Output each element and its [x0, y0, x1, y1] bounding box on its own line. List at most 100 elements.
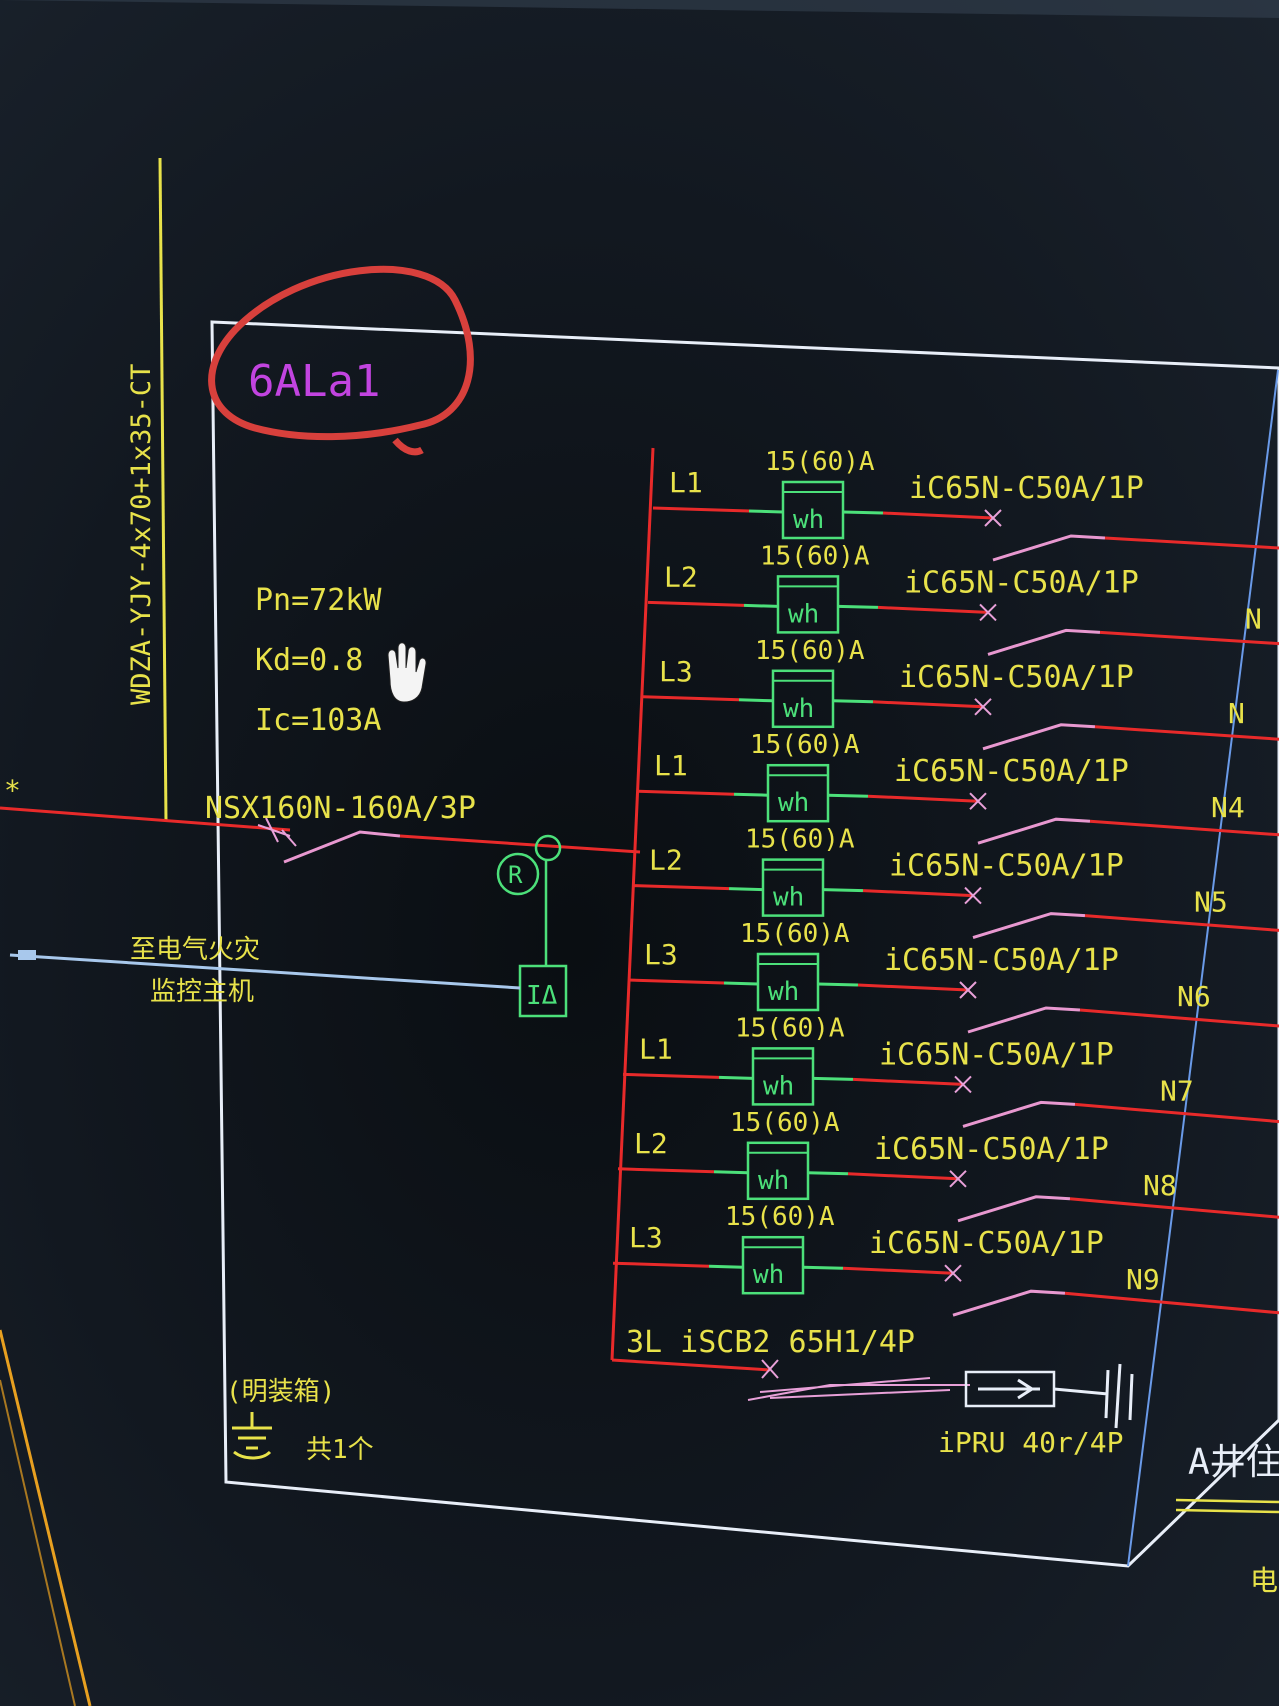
energy-meter — [761, 858, 825, 917]
meter-lead-out — [822, 888, 864, 893]
energy-meter — [751, 1047, 815, 1106]
breaker-label: iC65N-C50A/1P — [874, 1132, 1109, 1167]
meter-lead-out — [807, 1171, 849, 1176]
fire-monitor-line — [9, 953, 521, 990]
breaker-wire — [847, 1172, 959, 1181]
energy-meter-label: wh — [753, 1260, 784, 1290]
main-breaker-stub — [257, 817, 297, 847]
spd-switch — [747, 1377, 970, 1401]
meter-rating: 15(60)A — [760, 541, 870, 571]
neutral-label: N7 — [1160, 1074, 1194, 1107]
outgoing-wire — [1069, 1197, 1279, 1219]
meter-rating: 15(60)A — [725, 1202, 835, 1232]
outgoing-wire — [1089, 819, 1279, 837]
meter-lead-in — [738, 698, 774, 703]
meter-lead-out — [817, 982, 859, 987]
energy-meter — [766, 763, 830, 823]
breaker-switch — [972, 912, 1086, 940]
neutral-label: N — [1228, 697, 1245, 730]
breaker-wire — [862, 889, 974, 898]
breaker-label: iC65N-C50A/1P — [879, 1037, 1114, 1072]
phase-wire — [642, 695, 740, 702]
spd-symbol — [978, 1378, 1040, 1400]
panel-box-outline — [210, 320, 1279, 1568]
neutral-label: N8 — [1143, 1169, 1177, 1202]
phase-wire — [617, 1167, 715, 1174]
phase-label: L2 — [664, 560, 698, 593]
meter-lead-in — [733, 792, 769, 797]
meter-rating: 15(60)A — [730, 1108, 840, 1138]
neutral-label: N9 — [1126, 1263, 1160, 1296]
breaker-wire — [882, 511, 994, 520]
phase-label: L3 — [644, 938, 678, 971]
energy-meter-label: wh — [778, 788, 809, 818]
meter-lead-out — [837, 604, 879, 609]
neutral-label: N6 — [1177, 980, 1211, 1013]
meter-lead-out — [827, 793, 869, 798]
phase-wire — [612, 1261, 710, 1268]
phase-wire — [632, 884, 730, 891]
main-breaker-switch — [283, 830, 401, 864]
phase-label: L1 — [654, 749, 688, 782]
energy-meter — [781, 480, 845, 540]
phase-wire — [622, 1072, 720, 1079]
meter-lead-in — [713, 1170, 749, 1175]
phase-wire — [647, 600, 745, 607]
breaker-label: iC65N-C50A/1P — [889, 849, 1124, 884]
meter-lead-in — [718, 1075, 754, 1080]
fire-monitor-label-2: 监控主机 — [150, 977, 254, 1007]
meter-lead-out — [842, 510, 884, 515]
outgoing-wire — [1079, 1008, 1279, 1028]
meter-rating: 15(60)A — [750, 730, 860, 760]
breaker-wire — [857, 983, 969, 992]
spd-label: iPRU 40r/4P — [938, 1426, 1123, 1459]
breaker-mark — [954, 1075, 972, 1094]
outgoing-wire — [1094, 725, 1279, 741]
breaker-switch — [967, 1006, 1081, 1034]
energy-meter-label: wh — [768, 977, 799, 1007]
meter-rating: 15(60)A — [765, 447, 875, 477]
main-incoming-line — [0, 806, 291, 832]
param-ic: Ic=103A — [255, 703, 381, 738]
meter-rating: 15(60)A — [745, 825, 855, 855]
spd-feed — [611, 1358, 771, 1372]
breaker-wire — [842, 1266, 954, 1275]
meter-lead-out — [832, 699, 874, 704]
breaker-wire — [867, 794, 979, 803]
outgoing-wire — [1104, 536, 1279, 550]
breaker-label: iC65N-C50A/1P — [899, 660, 1134, 695]
energy-meter — [746, 1141, 810, 1201]
phase-label: L2 — [649, 844, 683, 877]
screen-top-bezel — [0, 0, 1279, 18]
breaker-label: iC65N-C50A/1P — [884, 943, 1119, 978]
main-bus-feed — [399, 834, 641, 854]
breaker-mark — [969, 792, 987, 810]
main-breaker-label: NSX160N-160A/3P — [205, 791, 476, 826]
energy-meter — [741, 1235, 805, 1295]
breaker-switch — [962, 1100, 1076, 1128]
spd-ground — [1053, 1363, 1134, 1429]
bus-bar — [610, 447, 655, 1361]
breaker-mark — [964, 886, 982, 905]
outgoing-wire — [1074, 1102, 1279, 1124]
phase-label: L3 — [659, 655, 693, 688]
phase-label: L3 — [629, 1221, 663, 1254]
breaker-label: iC65N-C50A/1P — [869, 1226, 1104, 1261]
breaker-switch — [992, 534, 1106, 562]
meter-lead-in — [708, 1264, 744, 1269]
meter-rating: 15(60)A — [735, 1013, 845, 1043]
breaker-mark — [959, 981, 977, 999]
breaker-wire — [877, 605, 989, 614]
phase-wire — [627, 978, 725, 985]
breaker-label: iC65N-C50A/1P — [904, 565, 1139, 600]
install-note: (明装箱) — [226, 1377, 335, 1407]
meter-lead-in — [743, 603, 779, 608]
screen-edge-left-2 — [0, 1379, 76, 1706]
panel-box-right-edge — [1127, 369, 1279, 1567]
left-marker: * — [4, 774, 21, 807]
param-kd: Kd=0.8 — [255, 643, 363, 678]
cable-spec: WDZA-YJY-4x70+1x35-CT — [126, 364, 157, 705]
phase-wire — [637, 789, 735, 796]
param-pn: Pn=72kW — [255, 583, 382, 618]
